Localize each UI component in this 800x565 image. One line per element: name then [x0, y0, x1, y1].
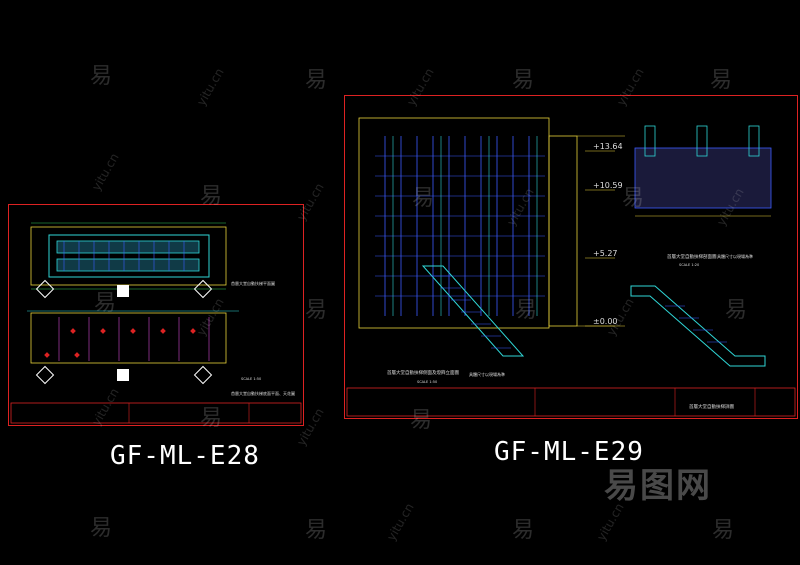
watermark-char: 易 [305, 298, 328, 323]
watermark-url: yitu.cn [594, 500, 627, 544]
watermark-char: 易 [710, 68, 733, 93]
watermark-url: yitu.cn [194, 65, 227, 109]
view-label-elevation: 首層大堂自動扶梯側面及燈飾立面圖 [387, 369, 459, 376]
watermark-char: 易 [90, 516, 113, 541]
watermark-url: yitu.cn [384, 500, 417, 544]
watermark-char: 易 [412, 186, 435, 211]
note-label-elevation: 具體尺寸以現場為準 [469, 371, 505, 377]
scale-label-elevation: SCALE 1:50 [417, 380, 437, 384]
watermark-char: 易 [712, 518, 735, 543]
cad-drawing-e28: 首層大堂自動扶梯平面圖 SCALE 1:50 首層大堂自動扶梯底面平面、天花圖 [10, 222, 302, 424]
cad-drawing-e29: +13.64 +10.59 +5.27 ±0.00 首層大堂自動扶梯剖面圖 SC… [346, 117, 796, 417]
drawing-sheet-e28: 首層大堂自動扶梯平面圖 SCALE 1:50 首層大堂自動扶梯底面平面、天花圖 [8, 204, 304, 426]
level-label-4: ±0.00 [593, 317, 618, 326]
title-block-label: 首層大堂自動扶梯詳圖 [689, 403, 734, 410]
note-label-section: 具體尺寸以現場為準 [717, 253, 753, 259]
watermark-char: 易 [512, 68, 535, 93]
drawing-caption-e29: GF-ML-E29 [494, 437, 644, 467]
view-label-section: 首層大堂自動扶梯剖面圖 [667, 253, 717, 260]
watermark-char: 易 [305, 68, 328, 93]
drawing-caption-e28: GF-ML-E28 [110, 441, 260, 471]
level-label-3: +5.27 [593, 249, 618, 258]
watermark-char: 易 [305, 518, 328, 543]
scale-label: SCALE 1:50 [241, 377, 261, 381]
scale-label-section: SCALE 1:20 [679, 263, 699, 267]
watermark-char: 易 [200, 406, 223, 431]
watermark-url: yitu.cn [89, 150, 122, 194]
view-label-ceiling: 首層大堂自動扶梯底面平面、天花圖 [231, 390, 295, 396]
watermark-char: 易 [725, 298, 748, 323]
watermark-char: 易 [410, 408, 433, 433]
watermark-char: 易 [200, 184, 223, 209]
watermark-logo: 易图网 [604, 466, 712, 506]
level-label-2: +10.59 [593, 181, 623, 190]
watermark-char: 易 [512, 518, 535, 543]
watermark-char: 易 [515, 298, 538, 323]
watermark-url: yitu.cn [294, 180, 327, 224]
watermark-char: 易 [622, 186, 645, 211]
level-label-1: +13.64 [593, 142, 623, 151]
watermark-char: 易 [90, 64, 113, 89]
view-label-plan: 首層大堂自動扶梯平面圖 [231, 280, 275, 286]
drawing-sheet-e29: +13.64 +10.59 +5.27 ±0.00 首層大堂自動扶梯剖面圖 SC… [344, 95, 798, 419]
watermark-char: 易 [94, 291, 117, 316]
